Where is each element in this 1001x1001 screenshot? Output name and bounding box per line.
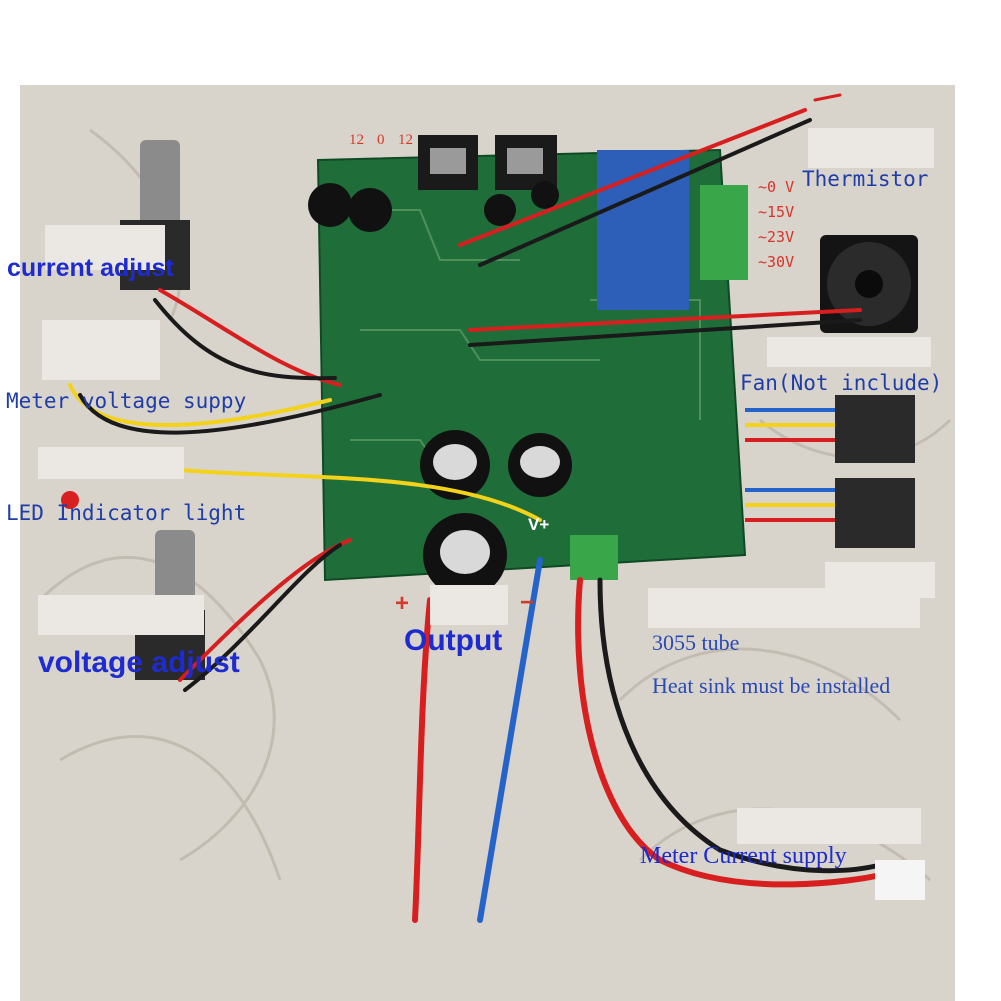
thermistor-label: Thermistor [802, 167, 929, 191]
output-minus-sign: − [520, 589, 535, 616]
heat-sink-label: Heat sink must be installed [652, 673, 891, 698]
led-indicator-label: LED Indicator light [6, 501, 247, 525]
output-plus-sign: + [395, 590, 410, 617]
transformer-pin-mid: 0 [377, 132, 385, 148]
transformer-pin-right: 12 [398, 132, 413, 148]
input-voltage-15: ~15V [758, 203, 795, 221]
voltage-adjust-label: voltage adjust [38, 646, 240, 679]
input-voltage-0: ~0 V [758, 178, 795, 196]
meter-current-label: Meter Current supply [640, 843, 847, 869]
board-vplus-label: V+ [528, 515, 550, 534]
input-voltage-23: ~23V [758, 228, 795, 246]
output-label: Output [404, 624, 503, 657]
meter-voltage-label: Meter voltage suppy [6, 389, 247, 413]
input-voltage-30: ~30V [758, 253, 795, 271]
transformer-pin-left: 12 [349, 132, 364, 148]
fan-label: Fan(Not include) [740, 371, 943, 395]
current-adjust-label: current adjust [7, 254, 174, 282]
tube-label: 3055 tube [652, 630, 740, 655]
